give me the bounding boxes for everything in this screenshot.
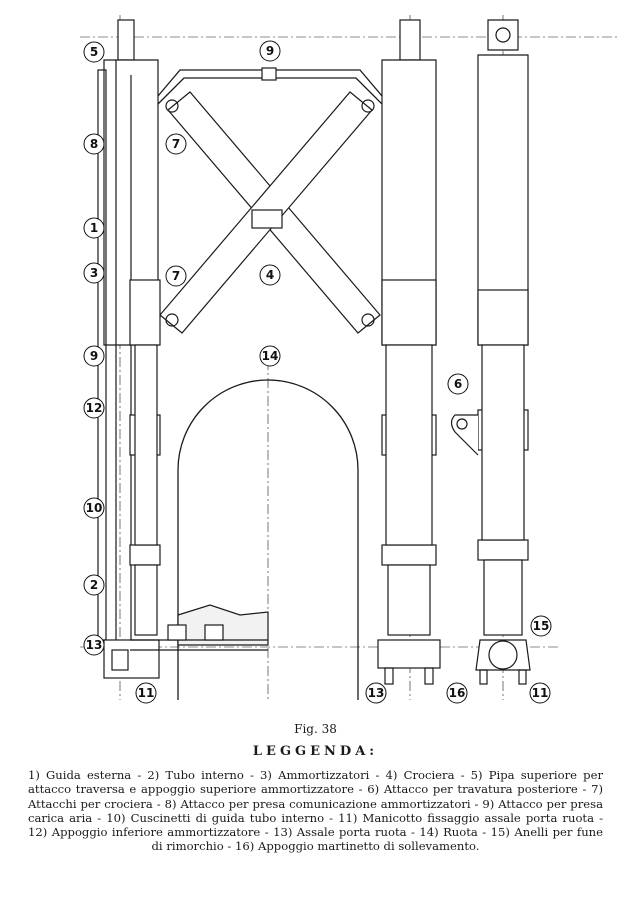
svg-text:13: 13 [368,686,385,700]
svg-text:11: 11 [138,686,155,700]
callout-8: 8 [83,133,105,155]
callout-5: 5 [83,41,105,63]
callout-11-left: 11 [135,682,157,704]
left-strut [97,19,161,679]
callout-1: 1 [83,217,105,239]
technical-drawing: 5 9 8 7 1 3 4 7 14 9 12 6 10 2 13 15 11 … [80,15,620,704]
svg-text:8: 8 [90,137,98,151]
svg-text:9: 9 [90,349,98,363]
callout-6: 6 [447,373,469,395]
svg-text:3: 3 [90,266,98,280]
callout-9-top: 9 [259,40,281,62]
middle-strut [377,19,441,685]
callout-12: 12 [83,397,105,419]
svg-text:9: 9 [266,44,274,58]
svg-text:12: 12 [86,401,103,415]
cross-brace [159,91,381,334]
svg-text:7: 7 [172,137,180,151]
svg-text:7: 7 [172,269,180,283]
legend-text: 1) Guida esterna - 2) Tubo interno - 3) … [28,768,603,854]
callout-16: 16 [446,682,468,704]
right-strut [450,19,531,685]
svg-text:10: 10 [86,501,103,515]
callout-11-right: 11 [529,682,551,704]
top-crossbar [157,67,383,105]
svg-text:5: 5 [90,45,98,59]
svg-text:11: 11 [532,686,549,700]
legend-title: LEGGENDA: [252,744,379,759]
callouts: 5 9 8 7 1 3 4 7 14 9 12 6 10 2 13 15 11 … [83,40,552,704]
callout-13-left: 13 [83,634,105,656]
callout-9-side: 9 [83,345,105,367]
callout-10: 10 [83,497,105,519]
wheel-outline [177,379,359,700]
callout-7-bottom: 7 [165,265,187,287]
figure-caption: Fig. 38 [294,722,337,736]
callout-2: 2 [83,574,105,596]
callout-7-top: 7 [165,133,187,155]
axle [130,624,268,651]
callout-14: 14 [259,345,281,367]
svg-text:13: 13 [86,638,103,652]
svg-text:14: 14 [262,349,279,363]
callout-4: 4 [259,264,281,286]
callout-3: 3 [83,262,105,284]
callout-13-middle: 13 [365,682,387,704]
svg-text:2: 2 [90,578,98,592]
svg-text:4: 4 [266,268,274,282]
svg-text:6: 6 [454,377,462,391]
svg-text:16: 16 [449,686,466,700]
svg-text:1: 1 [90,221,98,235]
svg-text:15: 15 [533,619,550,633]
callout-15: 15 [530,615,552,637]
